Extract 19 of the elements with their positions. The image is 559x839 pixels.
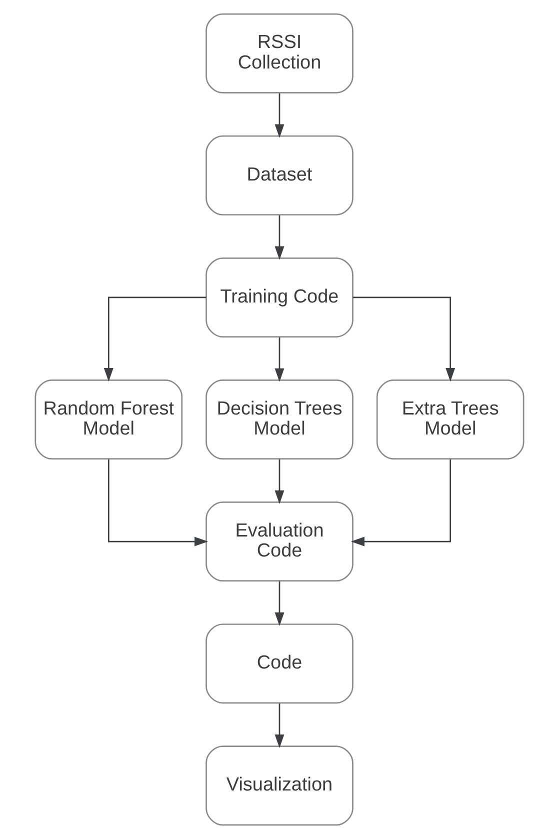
arrow bbox=[274, 337, 284, 382]
node-box: Decision Trees Model bbox=[206, 380, 354, 460]
node-box: Extra Trees Model bbox=[376, 380, 524, 460]
arrow bbox=[274, 93, 284, 138]
node-box: Code bbox=[206, 624, 354, 704]
arrow bbox=[274, 459, 284, 504]
arrow bbox=[350, 459, 452, 546]
arrow bbox=[104, 296, 206, 382]
node-box: Dataset bbox=[206, 135, 354, 216]
arrow bbox=[274, 582, 284, 626]
arrow bbox=[108, 459, 208, 546]
arrow bbox=[274, 215, 284, 260]
node-box: RSSI Collection bbox=[206, 13, 354, 94]
node-box: Random Forest Model bbox=[34, 380, 183, 460]
node-box: Evaluation Code bbox=[206, 502, 354, 582]
arrow bbox=[352, 296, 456, 382]
arrow bbox=[274, 704, 284, 748]
node-box: Visualization bbox=[206, 746, 354, 826]
node-box: Training Code bbox=[206, 257, 354, 338]
